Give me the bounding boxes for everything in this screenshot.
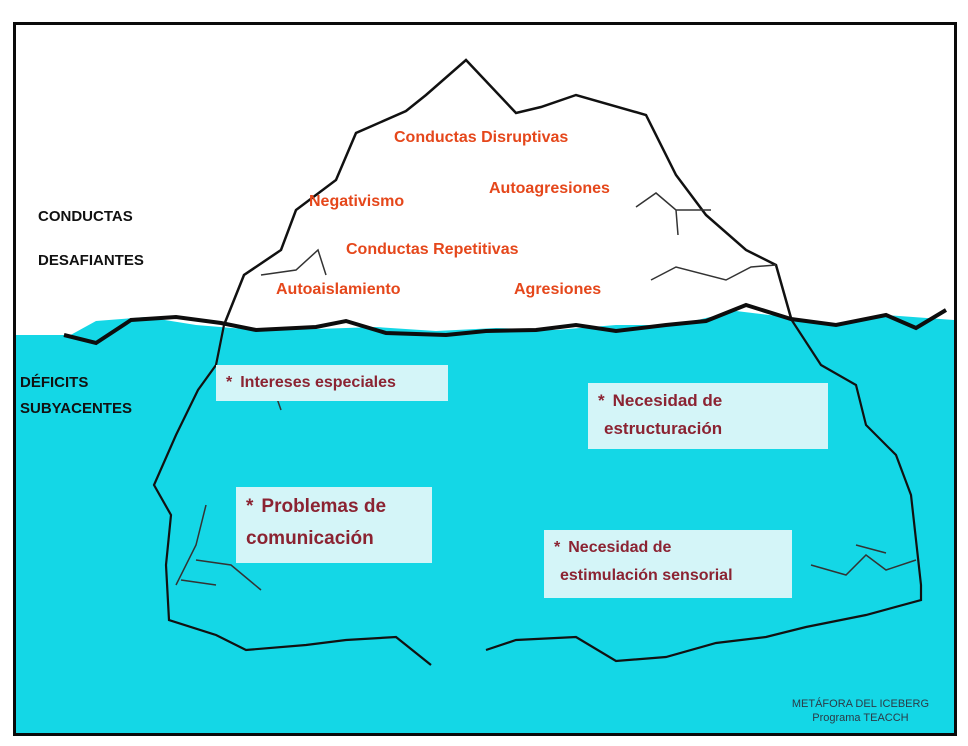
sensorial-line2: estimulación sensorial	[560, 567, 733, 584]
crack-line	[635, 192, 711, 236]
box-problemas-comunicacion: * Problemas de comunicación	[236, 487, 432, 563]
box-intereses-especiales: * Intereses especiales	[216, 365, 448, 401]
iceberg-tip-outline	[222, 58, 793, 326]
crack-line	[650, 264, 777, 281]
credit-program: Programa TEACCH	[812, 712, 909, 724]
iceberg-frame: CONDUCTAS DESAFIANTES DÉFICITS SUBYACENT…	[13, 22, 957, 736]
credit-title: METÁFORA DEL ICEBERG	[791, 698, 929, 710]
label-negativismo: Negativismo	[309, 193, 405, 210]
bullet-star: *	[598, 391, 605, 410]
estructuracion-line2: estructuración	[604, 419, 723, 438]
crack-line	[260, 248, 327, 276]
deficits-label: DÉFICITS SUBYACENTES	[20, 373, 132, 419]
label-autoagresiones: Autoagresiones	[489, 180, 610, 197]
crack-line	[175, 504, 262, 591]
comunicacion-line2: comunicación	[246, 528, 374, 549]
label-agresiones: Agresiones	[514, 281, 602, 298]
desafiantes-label: DESAFIANTES	[38, 251, 144, 271]
desafiantes-label-line: DESAFIANTES	[38, 252, 144, 269]
crack-line	[810, 544, 917, 576]
deficits-label-line1: DÉFICITS	[20, 374, 89, 391]
box-necesidad-estructuracion: * Necesidad de estructuración	[588, 383, 828, 449]
bullet-star: *	[226, 374, 233, 391]
conductas-label: CONDUCTAS	[38, 207, 133, 227]
box-estimulacion-sensorial: * Necesidad de estimulación sensorial	[544, 530, 792, 598]
iceberg-underwater-outline	[152, 324, 432, 666]
comunicacion-line1: Problemas de	[261, 496, 387, 517]
sensorial-line1: Necesidad de	[568, 539, 672, 556]
label-conductas-disruptivas: Conductas Disruptivas	[394, 129, 569, 146]
bullet-star: *	[554, 539, 561, 556]
conductas-label-line1: CONDUCTAS	[38, 208, 133, 225]
deficits-label-line2: SUBYACENTES	[20, 400, 132, 417]
intereses-text: Intereses especiales	[240, 374, 396, 391]
estructuracion-line1: Necesidad de	[612, 391, 723, 410]
label-conductas-repetitivas: Conductas Repetitivas	[346, 241, 519, 258]
label-autoaislamiento: Autoaislamiento	[276, 281, 401, 298]
iceberg-drawing	[16, 58, 954, 666]
credit: METÁFORA DEL ICEBERG Programa TEACCH	[792, 697, 929, 725]
iceberg-underwater-outline-right	[485, 318, 923, 663]
bullet-star: *	[246, 496, 254, 517]
surface-line	[63, 302, 948, 346]
